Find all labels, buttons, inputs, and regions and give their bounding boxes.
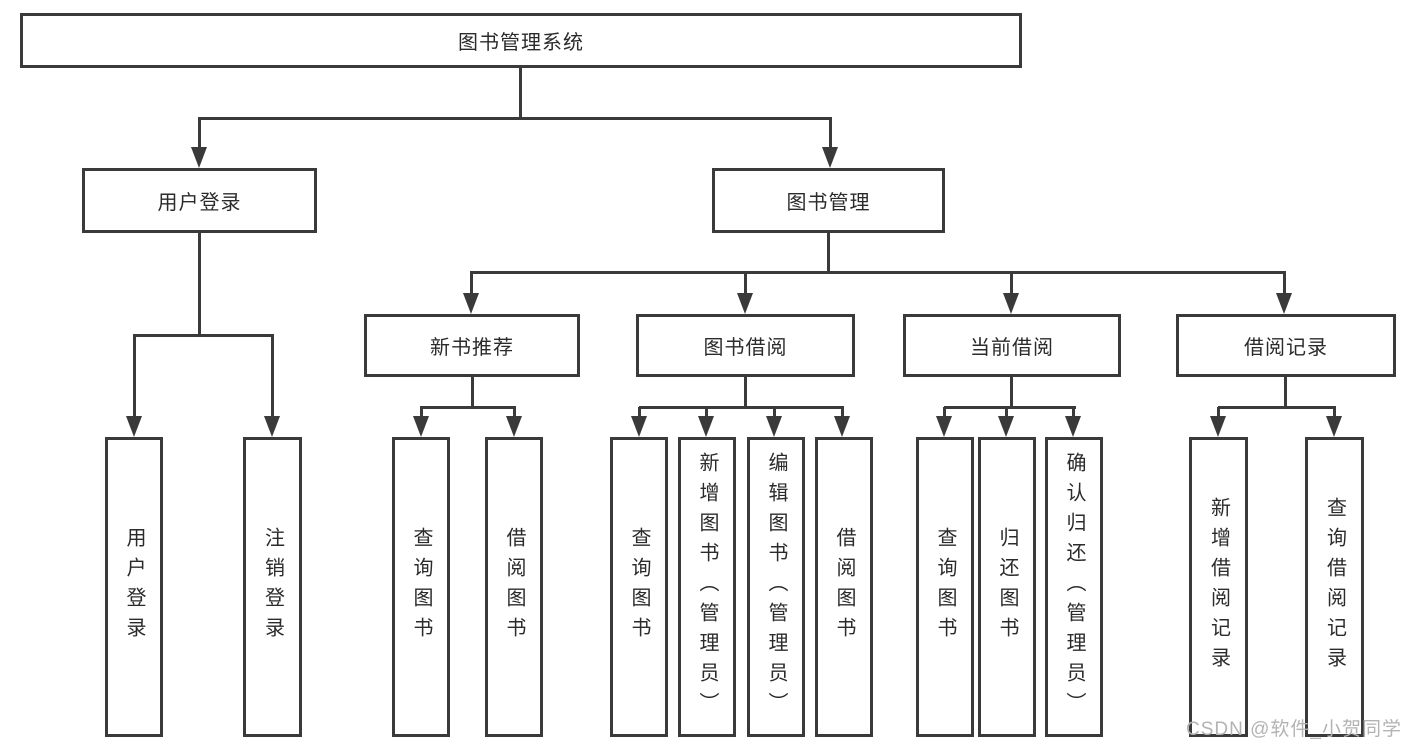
connector-borrow-stem [744,377,747,409]
node-current-borrowing: 当前借阅 [903,314,1121,377]
connector-drop-nb2 [513,407,516,419]
arrow-book-borrow [737,293,753,314]
connector-user-login-bar [133,334,274,337]
connector-drop-leaf-logout [271,335,274,419]
arrow-current-borrow [1003,293,1019,314]
connector-drop-bb3 [773,407,776,419]
connector-drop-user-login [198,118,201,151]
arrow-cb3 [1065,416,1081,437]
leaf-borrow-books-2: 借阅图书 [815,437,873,737]
connector-drop-cb2 [1005,407,1008,419]
arrow-book-management [822,147,838,168]
connector-newbook-stem [471,377,474,409]
leaf-edit-book-admin: 编辑图书（管理员） [747,437,805,737]
arrow-rb2 [1326,416,1342,437]
node-user-login: 用户登录 [82,168,317,233]
arrow-nb1 [413,416,429,437]
connector-book-mgmt-stem [827,233,830,274]
leaf-add-book-admin: 新增图书（管理员） [678,437,736,737]
connector-root-stem [519,68,522,120]
node-new-book-recommendation: 新书推荐 [364,314,580,377]
connector-drop-rb1 [1217,407,1220,419]
connector-drop-current-borrow [1010,272,1013,296]
arrow-cb2 [998,416,1014,437]
connector-root-bar [198,117,832,120]
arrow-cb1 [936,416,952,437]
leaf-logout: 注销登录 [243,437,302,737]
connector-drop-book-management [829,118,832,151]
leaf-query-books-recommend: 查询图书 [392,437,450,737]
arrow-bb3 [766,416,782,437]
leaf-add-borrow-record: 新增借阅记录 [1189,437,1248,737]
connector-drop-rb2 [1333,407,1336,419]
connector-drop-cb3 [1072,407,1075,419]
node-borrowing-records: 借阅记录 [1176,314,1396,377]
connector-records-bar [1218,406,1336,409]
leaf-user-login: 用户登录 [105,437,163,737]
leaf-query-books-borrow: 查询图书 [610,437,668,737]
arrow-user-login [191,147,207,168]
arrow-nb2 [506,416,522,437]
connector-drop-new-book [470,272,473,296]
connector-drop-nb1 [420,407,423,419]
connector-drop-borrow-records [1283,272,1286,296]
leaf-borrow-books-recommend: 借阅图书 [485,437,543,737]
connector-current-stem [1010,377,1013,409]
arrow-rb1 [1210,416,1226,437]
arrow-borrow-records [1276,293,1292,314]
connector-newbook-bar [420,406,516,409]
node-book-management: 图书管理 [712,168,945,233]
leaf-query-books-current: 查询图书 [916,437,974,737]
connector-level3-bar [470,271,1286,274]
csdn-watermark: CSDN @软件_小贺同学 [1186,719,1402,740]
arrow-leaf-logout [264,416,280,437]
arrow-new-book [463,293,479,314]
connector-borrow-bar [639,406,844,409]
connector-drop-cb1 [943,407,946,419]
connector-drop-bb1 [638,407,641,419]
leaf-query-borrow-record: 查询借阅记录 [1305,437,1364,737]
connector-drop-leaf-user-login [133,335,136,419]
arrow-bb2 [698,416,714,437]
leaf-return-book: 归还图书 [978,437,1036,737]
leaf-confirm-return-admin: 确认归还（管理员） [1045,437,1103,737]
connector-records-stem [1284,377,1287,409]
connector-drop-book-borrow [744,272,747,296]
node-book-borrowing: 图书借阅 [636,314,855,377]
connector-user-login-stem [198,233,201,337]
connector-current-bar [944,406,1076,409]
arrow-bb4 [834,416,850,437]
node-library-management-system: 图书管理系统 [20,13,1022,68]
connector-drop-bb2 [705,407,708,419]
connector-drop-bb4 [841,407,844,419]
arrow-bb1 [631,416,647,437]
arrow-leaf-user-login [126,416,142,437]
